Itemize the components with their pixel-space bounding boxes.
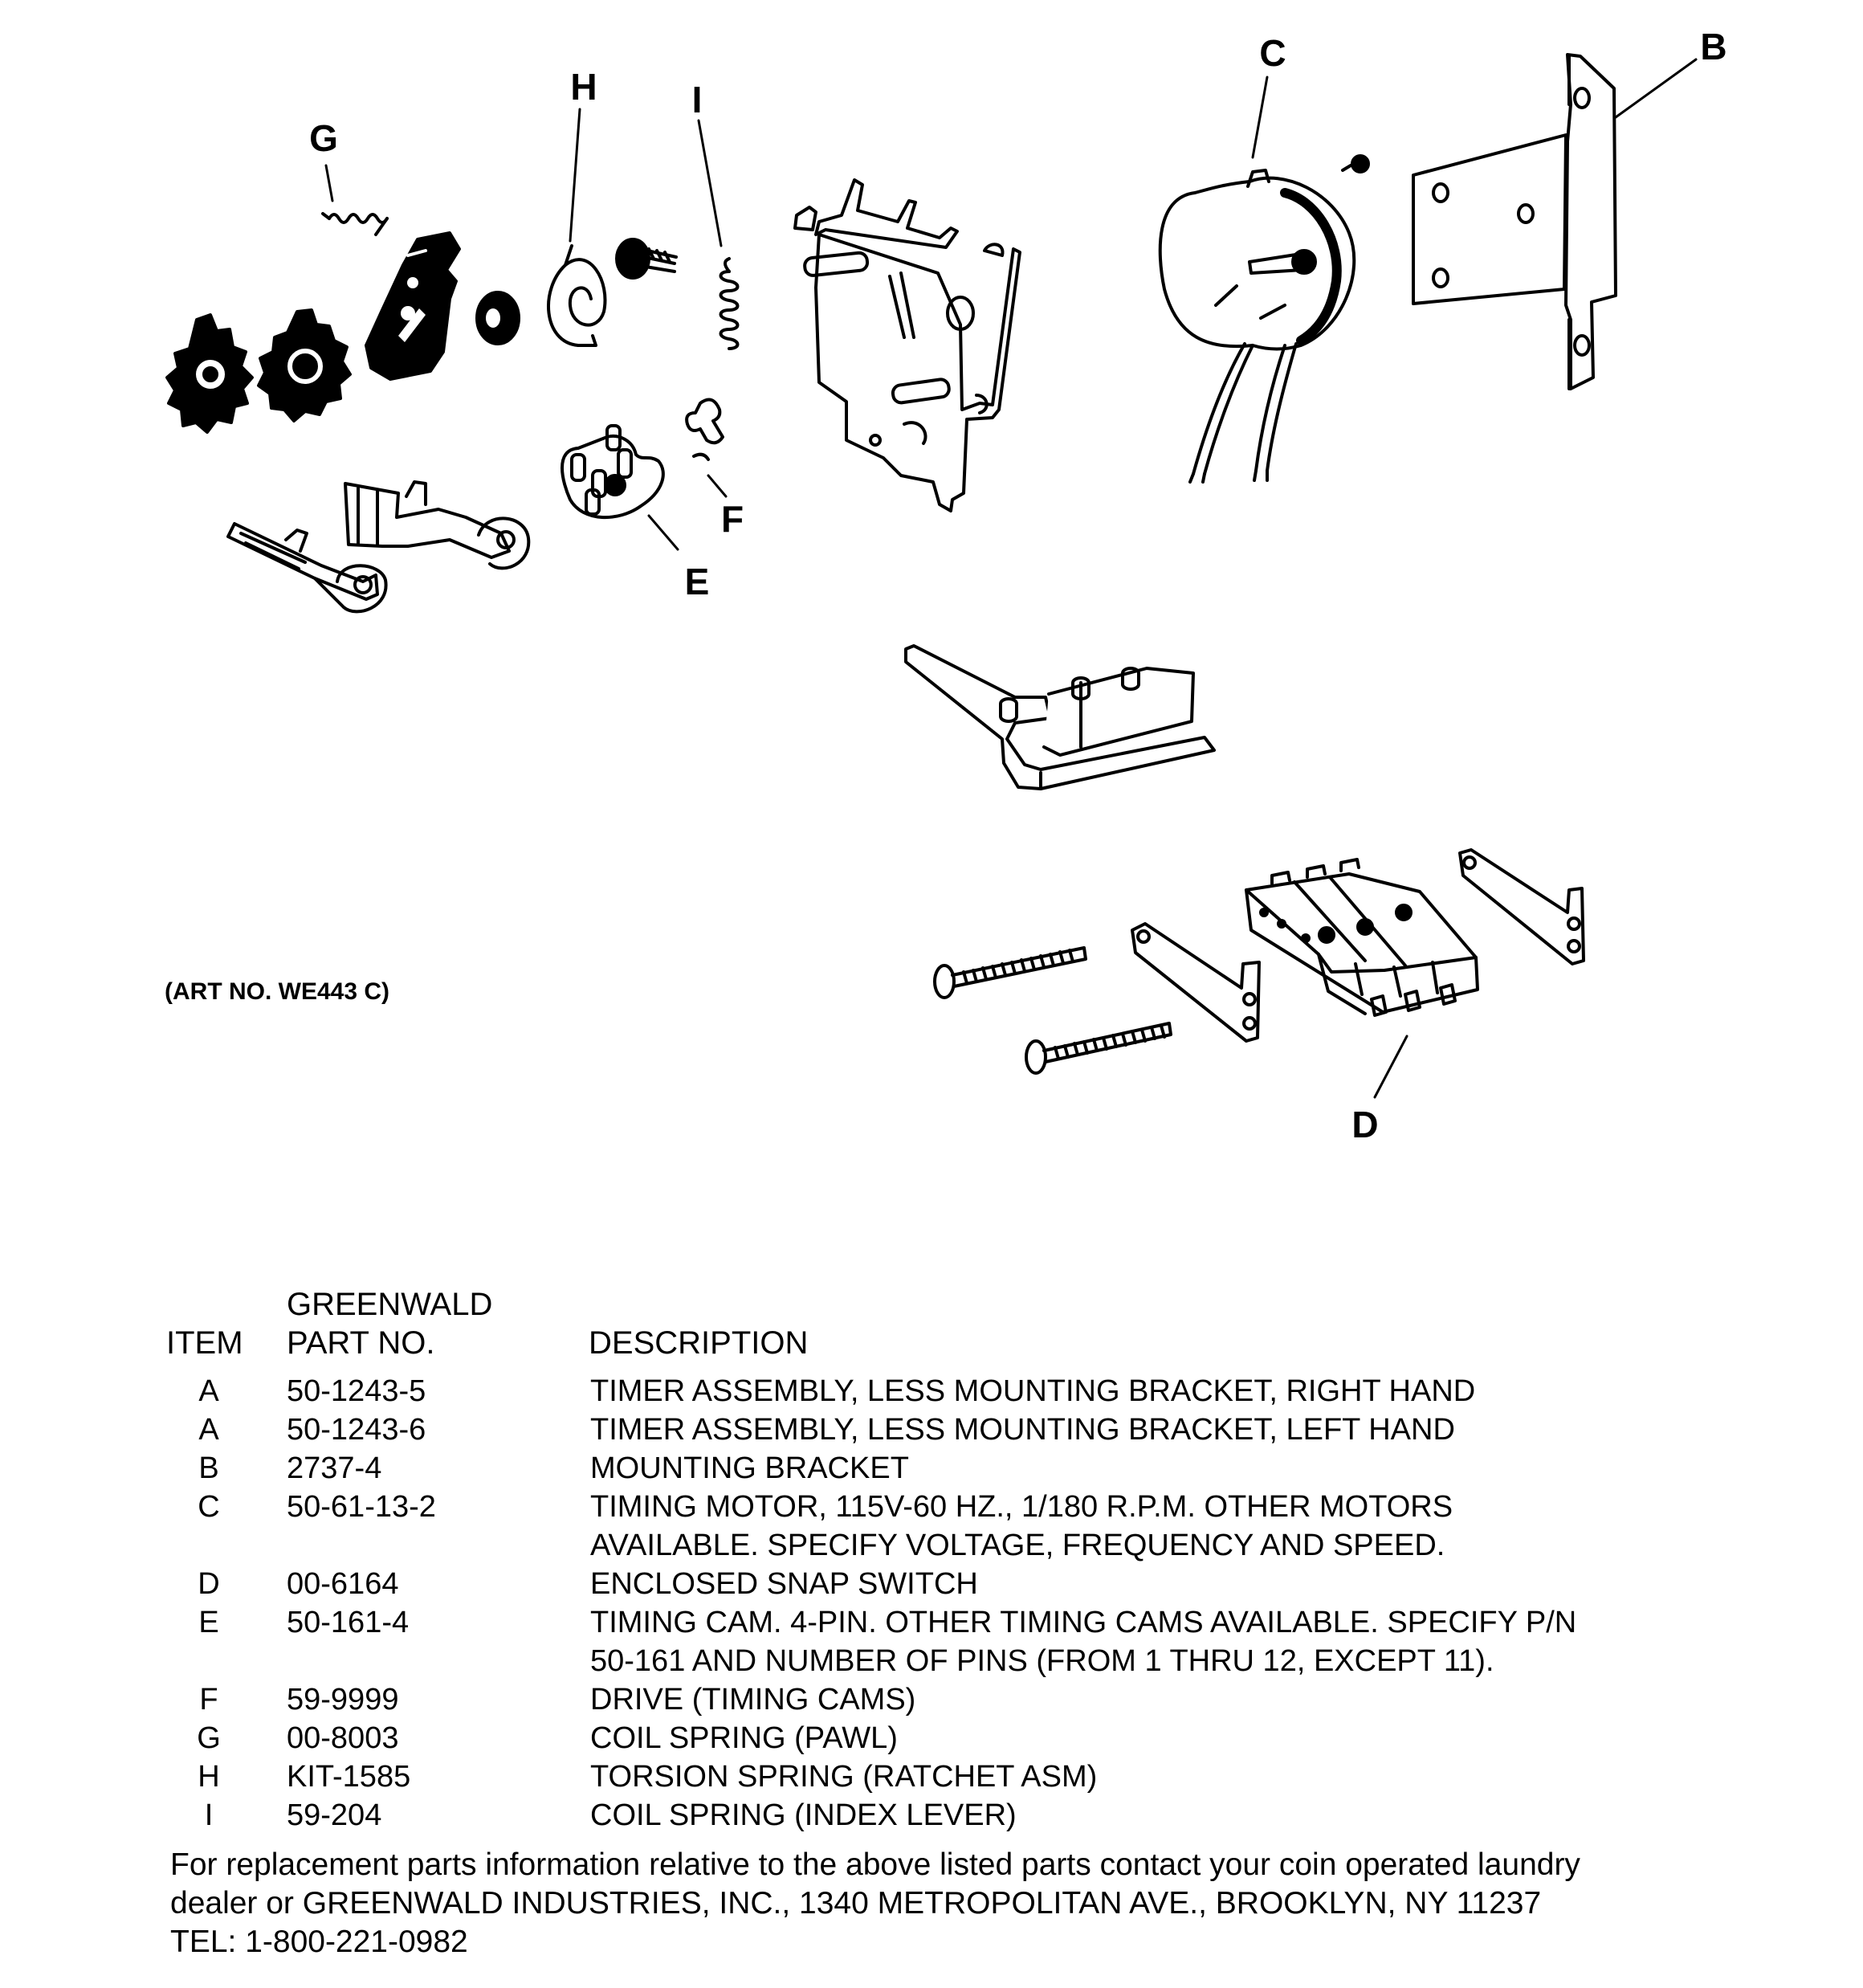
item-cell: A bbox=[198, 1413, 219, 1447]
bushing-washer bbox=[475, 291, 520, 345]
description-cell: ENCLOSED SNAP SWITCH bbox=[590, 1567, 978, 1601]
header-item: ITEM bbox=[166, 1325, 243, 1361]
item-cell: G bbox=[197, 1721, 221, 1755]
switch-mounting-plate-right bbox=[1458, 848, 1585, 965]
table-row: B 2737-4 MOUNTING BRACKET bbox=[0, 1449, 1863, 1488]
callout-leaders bbox=[324, 58, 1698, 1099]
item-cell: A bbox=[198, 1374, 219, 1408]
footer-line-1: For replacement parts information relati… bbox=[170, 1847, 1580, 1882]
screw-long-2 bbox=[1025, 1022, 1172, 1075]
callout-i: I bbox=[692, 79, 703, 120]
description-cell: TIMING CAM. 4-PIN. OTHER TIMING CAMS AVA… bbox=[590, 1606, 1577, 1639]
description-cell: DRIVE (TIMING CAMS) bbox=[590, 1683, 916, 1717]
part-cell: 2737-4 bbox=[287, 1451, 382, 1485]
header-part-line1: GREENWALD bbox=[287, 1287, 493, 1322]
callout-f: F bbox=[721, 498, 744, 540]
table-row: E 50-161-4 TIMING CAM. 4-PIN. OTHER TIMI… bbox=[0, 1603, 1863, 1642]
footer-line-3: TEL: 1-800-221-0982 bbox=[170, 1925, 468, 1959]
item-cell: B bbox=[198, 1451, 219, 1485]
small-motor-screw bbox=[1341, 154, 1370, 173]
item-cell: C bbox=[198, 1490, 220, 1524]
art-number: (ART NO. WE443 C) bbox=[165, 978, 390, 1005]
header-description: DESCRIPTION bbox=[589, 1325, 809, 1361]
cam-follower-arm bbox=[344, 480, 531, 570]
callout-b: B bbox=[1700, 26, 1726, 67]
part-cell: 00-6164 bbox=[287, 1567, 399, 1601]
callout-g: G bbox=[309, 117, 338, 159]
part-cell: 50-1243-5 bbox=[287, 1374, 426, 1408]
screw-long-1 bbox=[933, 946, 1087, 999]
part-cell: KIT-1585 bbox=[287, 1760, 411, 1794]
sprocket-gear-left bbox=[165, 313, 254, 434]
table-row: F 59-9999 DRIVE (TIMING CAMS) bbox=[0, 1680, 1863, 1719]
item-cell: E bbox=[198, 1606, 219, 1639]
description-cell: COIL SPRING (PAWL) bbox=[590, 1721, 898, 1755]
callout-h: H bbox=[570, 66, 597, 108]
table-row: A 50-1243-5 TIMER ASSEMBLY, LESS MOUNTIN… bbox=[0, 1372, 1863, 1410]
description-cell: 50-161 AND NUMBER OF PINS (FROM 1 THRU 1… bbox=[590, 1644, 1494, 1678]
description-cell: TORSION SPRING (RATCHET ASM) bbox=[590, 1760, 1098, 1794]
table-row: A 50-1243-6 TIMER ASSEMBLY, LESS MOUNTIN… bbox=[0, 1410, 1863, 1449]
callout-d: D bbox=[1351, 1104, 1378, 1145]
enclosed-snap-switch bbox=[1245, 858, 1479, 1017]
table-row: H KIT-1585 TORSION SPRING (RATCHET ASM) bbox=[0, 1757, 1863, 1796]
shoulder-screw bbox=[615, 238, 678, 280]
part-cell: 50-1243-6 bbox=[287, 1413, 426, 1447]
footer-line-2: dealer or GREENWALD INDUSTRIES, INC., 13… bbox=[170, 1886, 1542, 1921]
item-cell: I bbox=[204, 1798, 214, 1832]
callout-e: E bbox=[685, 561, 710, 602]
pawl-coil-spring bbox=[321, 212, 389, 236]
table-row: 50-161 AND NUMBER OF PINS (FROM 1 THRU 1… bbox=[0, 1642, 1863, 1680]
table-row: I 59-204 COIL SPRING (INDEX LEVER) bbox=[0, 1796, 1863, 1835]
torsion-spring bbox=[547, 244, 607, 347]
description-cell: AVAILABLE. SPECIFY VOLTAGE, FREQUENCY AN… bbox=[590, 1529, 1445, 1562]
exploded-parts-diagram: G H I C B F E D bbox=[165, 26, 1727, 1145]
table-row: AVAILABLE. SPECIFY VOLTAGE, FREQUENCY AN… bbox=[0, 1526, 1863, 1565]
pawl-plate bbox=[365, 231, 461, 381]
description-cell: TIMER ASSEMBLY, LESS MOUNTING BRACKET, R… bbox=[590, 1374, 1476, 1408]
table-row: D 00-6164 ENCLOSED SNAP SWITCH bbox=[0, 1565, 1863, 1603]
contact-footer: For replacement parts information relati… bbox=[170, 1846, 1580, 1961]
timing-motor bbox=[1158, 169, 1356, 484]
part-cell: 59-204 bbox=[287, 1798, 382, 1832]
item-cell: D bbox=[198, 1567, 220, 1601]
part-cell: 00-8003 bbox=[287, 1721, 399, 1755]
drive-clip bbox=[685, 398, 724, 461]
switch-actuator-bracket bbox=[904, 644, 1216, 790]
ratchet-gear bbox=[257, 308, 352, 423]
timing-cam bbox=[561, 424, 665, 520]
mounting-bracket bbox=[1412, 53, 1617, 390]
description-cell: TIMING MOTOR, 115V-60 HZ., 1/180 R.P.M. … bbox=[590, 1490, 1453, 1524]
item-cell: H bbox=[198, 1760, 220, 1794]
header-part-line2: PART NO. bbox=[287, 1325, 435, 1361]
switch-mounting-plate-left bbox=[1131, 922, 1261, 1043]
table-row: C 50-61-13-2 TIMING MOTOR, 115V-60 HZ., … bbox=[0, 1488, 1863, 1526]
mechanism-frame bbox=[793, 178, 1021, 512]
part-cell: 59-9999 bbox=[287, 1683, 399, 1717]
callout-c: C bbox=[1259, 32, 1286, 74]
index-lever-arm bbox=[226, 522, 388, 614]
index-lever-coil-spring bbox=[719, 257, 740, 350]
item-cell: F bbox=[199, 1683, 218, 1717]
table-row: G 00-8003 COIL SPRING (PAWL) bbox=[0, 1719, 1863, 1757]
description-cell: COIL SPRING (INDEX LEVER) bbox=[590, 1798, 1017, 1832]
part-cell: 50-61-13-2 bbox=[287, 1490, 436, 1524]
callout-labels: G H I C B F E D bbox=[309, 26, 1727, 1145]
description-cell: MOUNTING BRACKET bbox=[590, 1451, 909, 1485]
part-cell: 50-161-4 bbox=[287, 1606, 410, 1639]
description-cell: TIMER ASSEMBLY, LESS MOUNTING BRACKET, L… bbox=[590, 1413, 1455, 1447]
